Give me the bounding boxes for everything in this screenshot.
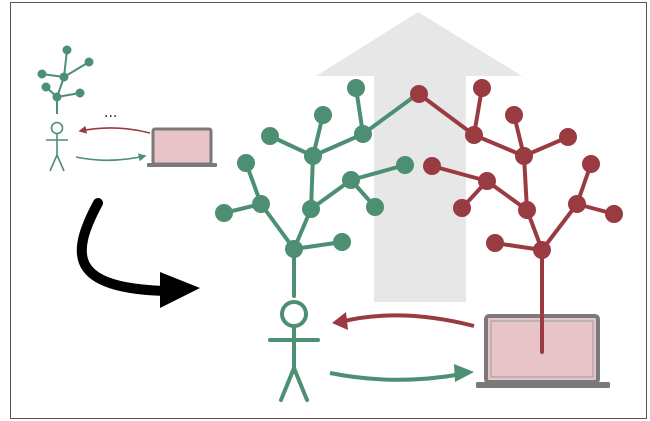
red-tree [410,79,623,354]
ellipsis-label: ... [104,105,117,121]
laptop-icon [476,314,610,388]
small-tree [37,45,94,114]
arrow-person-to-laptop-head [454,364,474,382]
small-scene: ... [37,45,217,172]
small-arrow-to-person [78,125,151,134]
diagram-frame [10,2,647,419]
arrow-laptop-to-person [339,313,475,328]
green-tree [215,79,421,298]
small-arrow-to-laptop [75,153,147,162]
small-person-icon [46,121,68,172]
big-up-arrow [316,12,522,302]
arrow-person-to-laptop [329,371,463,382]
person-icon [268,300,320,402]
arrow-laptop-to-person-head [332,312,348,330]
black-curved-arrow [76,198,200,308]
small-laptop-icon [147,127,217,167]
